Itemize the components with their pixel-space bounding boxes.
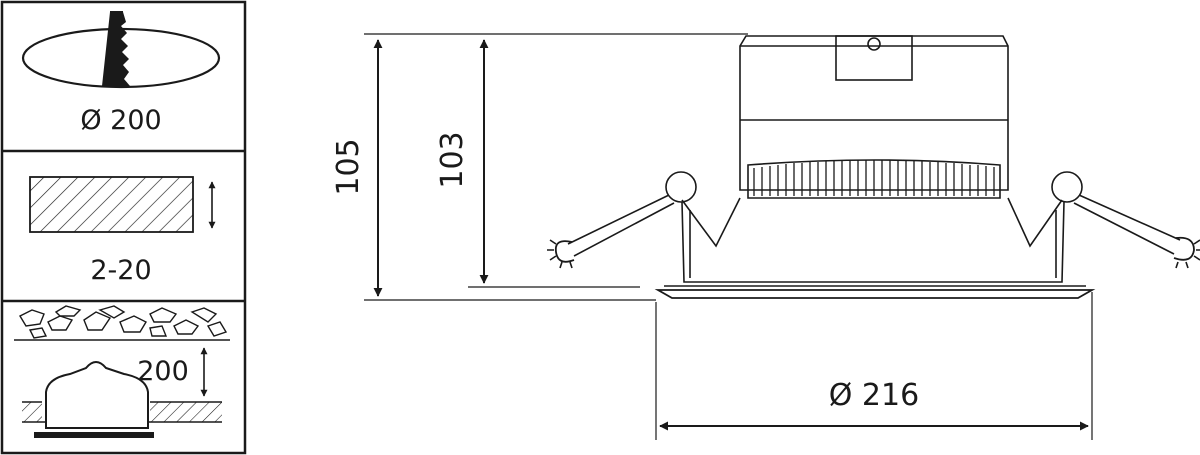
downlight-side-view bbox=[547, 35, 1200, 299]
insulation-clearance-label: 200 bbox=[137, 356, 189, 387]
insulation-clearance-icon bbox=[14, 305, 230, 438]
panel-ceiling-thickness: 2-20 bbox=[29, 176, 216, 286]
ceiling-thickness-label: 2-20 bbox=[90, 255, 151, 286]
body-height-label: 103 bbox=[435, 131, 470, 188]
spring-clip-left bbox=[547, 171, 697, 269]
flange-trim bbox=[654, 289, 1096, 299]
installation-info-panels: Ø 200 2-20 bbox=[0, 0, 247, 455]
panel-cutout: Ø 200 bbox=[21, 11, 221, 136]
cutout-saw-icon bbox=[21, 11, 221, 89]
dimension-arrows bbox=[373, 39, 1089, 431]
housing-notch-right bbox=[1007, 197, 1063, 248]
flange-diameter-label: Ø 216 bbox=[829, 378, 919, 413]
housing-notch-left bbox=[681, 197, 741, 248]
spring-clip-right bbox=[1051, 171, 1200, 269]
ceiling-thickness-icon bbox=[29, 176, 216, 233]
extension-lines bbox=[364, 33, 1093, 440]
connector-box bbox=[835, 35, 913, 81]
overall-height-label: 105 bbox=[331, 138, 366, 195]
panels-frame bbox=[0, 0, 247, 455]
cutout-diameter-label: Ø 200 bbox=[80, 105, 161, 136]
panel-insulation-clearance: 200 bbox=[14, 305, 230, 438]
heatsink-fins bbox=[747, 159, 1001, 199]
